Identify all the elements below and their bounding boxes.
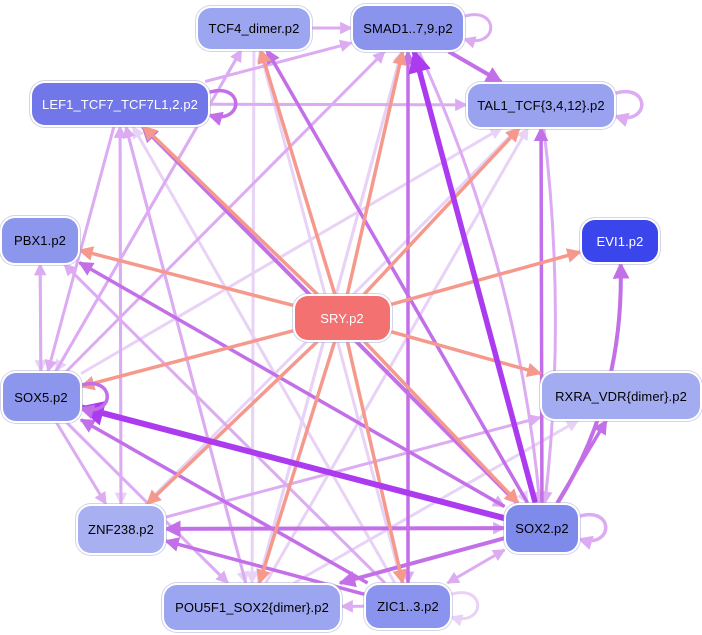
edge-sox5-znf238 — [55, 421, 108, 506]
self-loop-sox5 — [77, 382, 109, 419]
edge-sry-pbx1 — [78, 246, 294, 308]
node-label: TCF4_dimer.p2 — [208, 20, 300, 36]
edge-sox2-rxra — [555, 419, 608, 504]
edge-smad-sox2 — [417, 50, 546, 505]
node-rxra[interactable]: RXRA_VDR{dimer}.p2 — [542, 373, 700, 419]
edge-sry-evi1 — [390, 248, 582, 307]
node-lef1[interactable]: LEF1_TCF7_TCF7L1,2.p2 — [32, 83, 208, 125]
node-pbx1[interactable]: PBX1.p2 — [2, 217, 78, 263]
edge-sox2-tal1 — [533, 126, 549, 504]
edge-zic-lef1 — [131, 125, 397, 584]
node-label: SRY.p2 — [320, 310, 364, 326]
edge-tal1-sox2 — [539, 127, 557, 505]
node-label: RXRA_VDR{dimer}.p2 — [555, 388, 687, 404]
edge-sry-tcf4 — [257, 48, 337, 296]
node-label: ZNF238.p2 — [88, 521, 154, 537]
node-zic[interactable]: ZIC1..3.p2 — [366, 584, 450, 628]
self-loop-tal1 — [612, 90, 644, 127]
edge-sox5-pbx1 — [33, 262, 47, 372]
edge-sry-smad — [345, 50, 407, 295]
edge-znf238-lef1 — [113, 125, 127, 505]
self-loop-lef1 — [206, 89, 238, 126]
self-loop-sox2 — [576, 513, 608, 550]
edge-sry-tal1 — [362, 126, 521, 296]
node-label: EVI1.p2 — [596, 233, 644, 249]
node-pou5f1[interactable]: POU5F1_SOX2{dimer}.p2 — [164, 584, 340, 630]
node-label: SMAD1..7,9.p2 — [363, 20, 453, 36]
edge-sry-lef1 — [142, 125, 319, 296]
node-smad[interactable]: SMAD1..7,9.p2 — [353, 6, 463, 50]
self-loop-smad — [461, 13, 493, 49]
node-label: POU5F1_SOX2{dimer}.p2 — [175, 599, 329, 615]
edge-zic-sox5 — [79, 418, 369, 585]
node-label: ZIC1..3.p2 — [377, 598, 439, 614]
edge-pou5f1-lef1 — [122, 125, 248, 584]
edge-tcf4-pou5f1 — [245, 49, 259, 585]
node-tal1[interactable]: TAL1_TCF{3,4,12}.p2 — [468, 83, 614, 127]
node-sry[interactable]: SRY.p2 — [294, 296, 390, 340]
edge-sox2-smad — [408, 49, 538, 504]
node-label: SOX5.p2 — [14, 389, 68, 405]
edge-sox2-tcf4 — [265, 48, 530, 504]
edge-lef1-tal1 — [209, 98, 468, 112]
edge-zic-sox2 — [446, 548, 506, 585]
node-label: LEF1_TCF7_TCF7L1,2.p2 — [41, 96, 198, 112]
edge-sox5-tal1 — [80, 126, 503, 375]
edge-sry-zic — [345, 341, 407, 585]
edge-znf238-rxra — [165, 414, 542, 519]
self-loop-zic — [448, 591, 480, 627]
node-label: SOX2.p2 — [515, 520, 569, 536]
edge-sox2-znf238 — [163, 520, 505, 538]
edge-sry-sox5 — [79, 329, 294, 391]
edge-sox2-pou5f1 — [338, 536, 506, 588]
node-label: PBX1.p2 — [13, 232, 66, 248]
node-label: TAL1_TCF{3,4,12}.p2 — [477, 97, 605, 113]
edge-sox2-sox5 — [78, 401, 506, 522]
node-tcf4[interactable]: TCF4_dimer.p2 — [198, 7, 310, 49]
node-sox2[interactable]: SOX2.p2 — [506, 504, 578, 552]
edge-sox2-pbx1 — [78, 261, 506, 509]
edge-smad-tal1 — [447, 49, 503, 84]
edge-sry-znf238 — [145, 340, 319, 506]
edge-sry-sox2 — [363, 340, 520, 505]
node-sox5[interactable]: SOX5.p2 — [2, 373, 80, 421]
node-evi1[interactable]: EVI1.p2 — [582, 220, 658, 262]
node-znf238[interactable]: ZNF238.p2 — [78, 505, 164, 553]
edge-sry-rxra — [390, 330, 542, 378]
